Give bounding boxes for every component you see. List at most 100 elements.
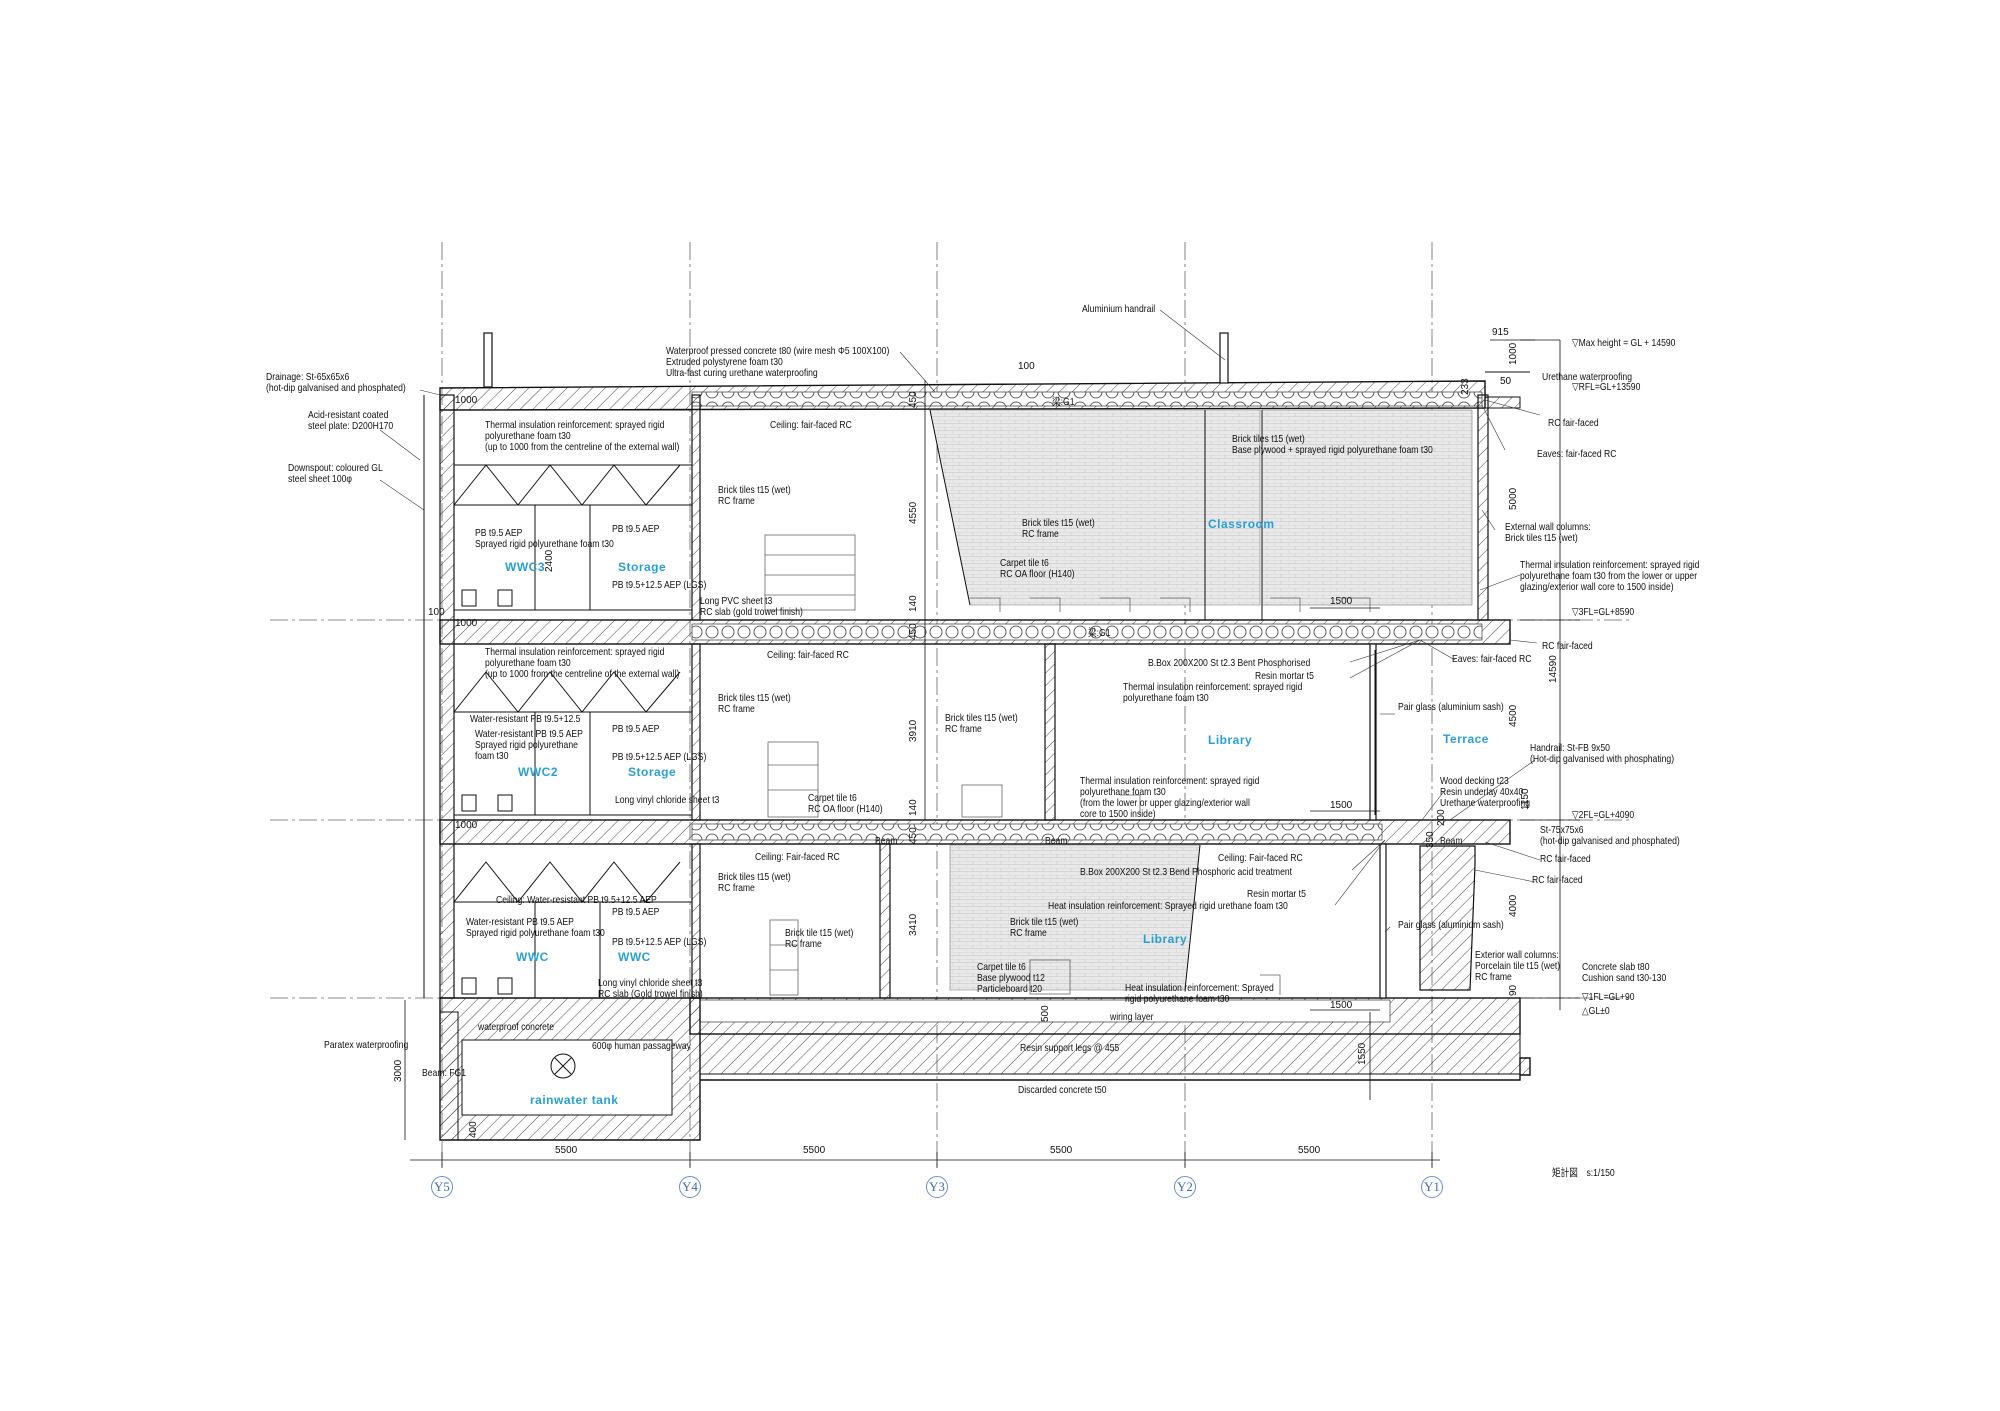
label-ceiling-wr-1f: Ceiling: Water-resistant PB t9.5+12.5 AE…: [496, 894, 657, 906]
label-wp-concrete: waterproof concrete: [478, 1021, 555, 1033]
dimension-lines: [404, 339, 1580, 1168]
label-carpet-1f: Carpet tile t6 Base plywood t12 Particle…: [977, 961, 1045, 995]
room-storage-3f: Storage: [618, 560, 667, 574]
label-brick-2f: Brick tiles t15 (wet) RC frame: [718, 692, 791, 715]
label-brick-tile-1f: Brick tile t15 (wet) RC frame: [785, 927, 854, 950]
label-passageway: 600φ human passageway: [592, 1040, 691, 1052]
dim-50: 50: [1500, 376, 1512, 387]
label-thermal-lib-2f: Thermal insulation reinforcement: spraye…: [1123, 681, 1303, 704]
label-beam-2: Beam: [1045, 835, 1068, 847]
label-pb-3f-a: PB t9.5 AEP Sprayed rigid polyurethane f…: [475, 527, 614, 550]
vdim-350: 350: [1425, 831, 1436, 848]
vdim-450-a: 450: [908, 623, 919, 640]
slab-3fl: [439, 619, 1511, 645]
label-brick-classroom: Brick tiles t15 (wet) RC frame: [1022, 517, 1095, 540]
label-pb-3f-c: PB t9.5+12.5 AEP (LGS): [612, 579, 707, 591]
label-pvc-3f: Long PVC sheet t3 RC slab (gold trowel f…: [700, 595, 803, 618]
vdim-450-b: 450: [908, 827, 919, 844]
label-vinyl-1f: Long vinyl chloride sheet t3 RC slab (Go…: [598, 977, 703, 1000]
label-bbox-2f: B.Box 200X200 St t2.3 Bent Phosphorised: [1148, 657, 1311, 669]
vdim-1000-top: 1000: [1508, 342, 1519, 365]
vdim-4550: 4550: [908, 501, 919, 524]
label-st-angle: St-75x75x6 (hot-dip galvanised and phosp…: [1540, 824, 1680, 847]
label-pb-1f-a: PB t9.5 AEP: [612, 906, 660, 918]
dim-bay-1: 5500: [555, 1145, 578, 1156]
label-thermal-lib-2f-b: Thermal insulation reinforcement: spraye…: [1080, 775, 1260, 820]
dim-bay-4: 5500: [1298, 1145, 1321, 1156]
label-1fl: ▽1FL=GL+90: [1582, 991, 1635, 1003]
vdim-2400: 2400: [544, 549, 555, 572]
label-brick-1f: Brick tiles t15 (wet) RC frame: [718, 871, 791, 894]
label-ceiling-3f: Ceiling: fair-faced RC: [770, 419, 852, 431]
label-roof-spec: Waterproof pressed concrete t80 (wire me…: [666, 345, 890, 379]
label-thermal-2f: Thermal insulation reinforcement: spraye…: [485, 646, 680, 680]
label-beam-1: Beam: [875, 835, 898, 847]
label-carpet-2f: Carpet tile t6 RC OA floor (H140): [808, 792, 883, 815]
leader-lines: [379, 309, 1541, 933]
dim-1500-c: 1500: [1330, 1000, 1353, 1011]
label-wr-pb-b: Water-resistant PB t9.5 AEP Sprayed rigi…: [475, 728, 583, 762]
label-drainage: Drainage: St-65x65x6 (hot-dip galvanised…: [266, 371, 406, 394]
label-heat-ins-1f-b: Heat insulation reinforcement: Sprayed r…: [1125, 982, 1274, 1005]
vdim-3410: 3410: [908, 913, 919, 936]
label-resin-mortar-2f: Resin mortar t5: [1255, 670, 1314, 682]
room-library-1f: Library: [1143, 932, 1188, 946]
room-storage-2f: Storage: [628, 765, 677, 779]
label-eaves-2: Eaves: fair-faced RC: [1452, 653, 1532, 665]
axis-y2-icon: Y2: [1174, 1176, 1196, 1198]
label-beam-fg1: Beam: FG1: [422, 1067, 467, 1079]
label-discarded-conc: Discarded concrete t50: [1018, 1084, 1107, 1096]
label-gl0: △GL±0: [1582, 1005, 1610, 1017]
label-ext-wall-cols: External wall columns: Brick tiles t15 (…: [1505, 521, 1591, 544]
label-pb-2f-a: PB t9.5 AEP: [612, 723, 660, 735]
label-ext-wall-cols-1f: Exterior wall columns: Porcelain tile t1…: [1475, 949, 1561, 983]
room-wwc2: WWC2: [518, 765, 558, 779]
vdim-233: 233: [1460, 378, 1471, 395]
label-pb-1f-b: PB t9.5+12.5 AEP (LGS): [612, 936, 707, 948]
left-wall: [423, 394, 455, 999]
label-vinyl-2f: Long vinyl chloride sheet t3: [615, 794, 720, 806]
label-carpet-3f: Carpet tile t6 RC OA floor (H140): [1000, 557, 1075, 580]
roof-handrails: [483, 332, 1229, 388]
label-beam-g1-3f: 梁:G1: [1088, 627, 1111, 639]
label-resin-mortar-1f: Resin mortar t5: [1247, 888, 1306, 900]
dim-100-left: 100: [428, 607, 445, 618]
label-brick-2f-b: Brick tiles t15 (wet) RC frame: [945, 712, 1018, 735]
label-acid-steel: Acid-resistant coated steel plate: D200H…: [308, 409, 394, 432]
label-resin-legs: Resin support legs @ 455: [1020, 1042, 1120, 1054]
label-conc-slab: Concrete slab t80 Cushion sand t30-130: [1582, 961, 1667, 984]
vdim-400: 400: [468, 1121, 479, 1138]
label-pb-3f-b: PB t9.5 AEP: [612, 523, 660, 535]
vdim-4500: 4500: [1508, 704, 1519, 727]
label-beam-3: Beam: [1440, 835, 1463, 847]
label-downspout: Downspout: coloured GL steel sheet 100φ: [288, 462, 383, 485]
dim-1000-a: 1000: [455, 395, 478, 406]
foundation: [439, 997, 1531, 1141]
axis-y3-icon: Y3: [926, 1176, 948, 1198]
label-ceiling-1f-b: Ceiling: Fair-faced RC: [1218, 852, 1303, 864]
label-eaves-1: Eaves: fair-faced RC: [1537, 448, 1617, 460]
label-beam-g1-roof: 梁:G1: [1052, 396, 1075, 408]
label-wr-pb-a: Water-resistant PB t9.5+12.5: [470, 713, 581, 725]
room-wwc3: WWC3: [505, 560, 545, 574]
label-pair-glass-1f: Pair glass (aluminium sash): [1398, 919, 1504, 931]
room-wwc-b: WWC: [618, 950, 651, 964]
vdim-5000: 5000: [1508, 487, 1519, 510]
label-heat-ins-1f: Heat insulation reinforcement: Sprayed r…: [1048, 900, 1288, 912]
room-wwc-a: WWC: [516, 950, 549, 964]
room-terrace: Terrace: [1443, 732, 1489, 746]
slab-2fl: [439, 819, 1511, 845]
label-wiring: wiring layer: [1110, 1011, 1154, 1023]
vdim-90: 90: [1508, 984, 1519, 996]
label-max-height: ▽Max height = GL + 14590: [1572, 337, 1676, 349]
dim-1500-a: 1500: [1330, 596, 1353, 607]
glazing: [929, 409, 1387, 995]
vdim-4000: 4000: [1508, 894, 1519, 917]
slab-1fl: [689, 997, 1521, 1035]
vdim-14590: 14590: [1548, 655, 1559, 683]
label-2fl: ▽2FL=GL+4090: [1572, 809, 1635, 821]
axis-y4-icon: Y4: [679, 1176, 701, 1198]
label-rc-fair-faced-3: RC fair-faced: [1540, 853, 1591, 865]
dim-1500-b: 1500: [1330, 800, 1353, 811]
